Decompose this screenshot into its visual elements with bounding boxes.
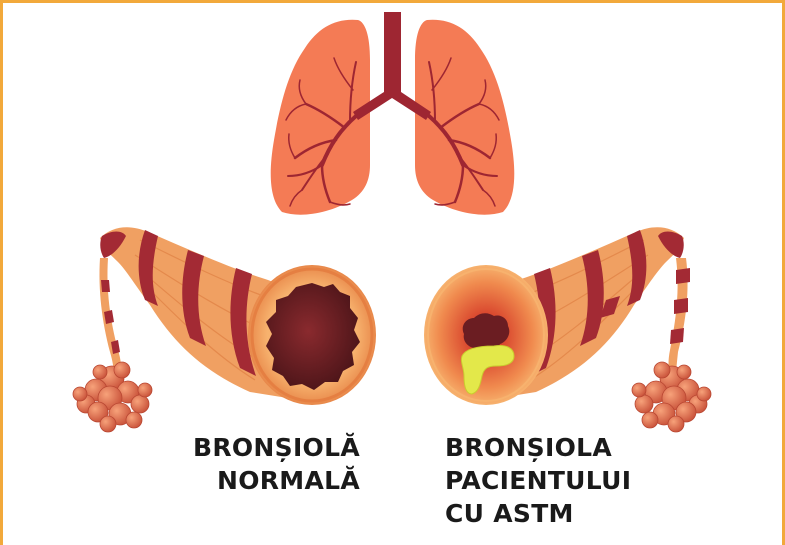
normal-bronchiole <box>73 227 376 432</box>
lungs <box>271 12 515 215</box>
asthma-bronchiole <box>424 227 711 432</box>
asthma-label-line1: BRONȘIOLA <box>445 431 665 464</box>
asthma-label-line2: PACIENTULUI <box>445 464 665 497</box>
normal-label-line1: BRONȘIOLĂ <box>160 431 360 464</box>
normal-bronchiole-label: BRONȘIOLĂ NORMALĂ <box>160 431 360 497</box>
asthma-alveoli <box>632 362 711 432</box>
asthma-bronchiole-label: BRONȘIOLA PACIENTULUI CU ASTM <box>445 431 665 530</box>
normal-label-line2: NORMALĂ <box>160 464 360 497</box>
asthma-label-line3: CU ASTM <box>445 497 665 530</box>
normal-alveoli <box>73 362 152 432</box>
